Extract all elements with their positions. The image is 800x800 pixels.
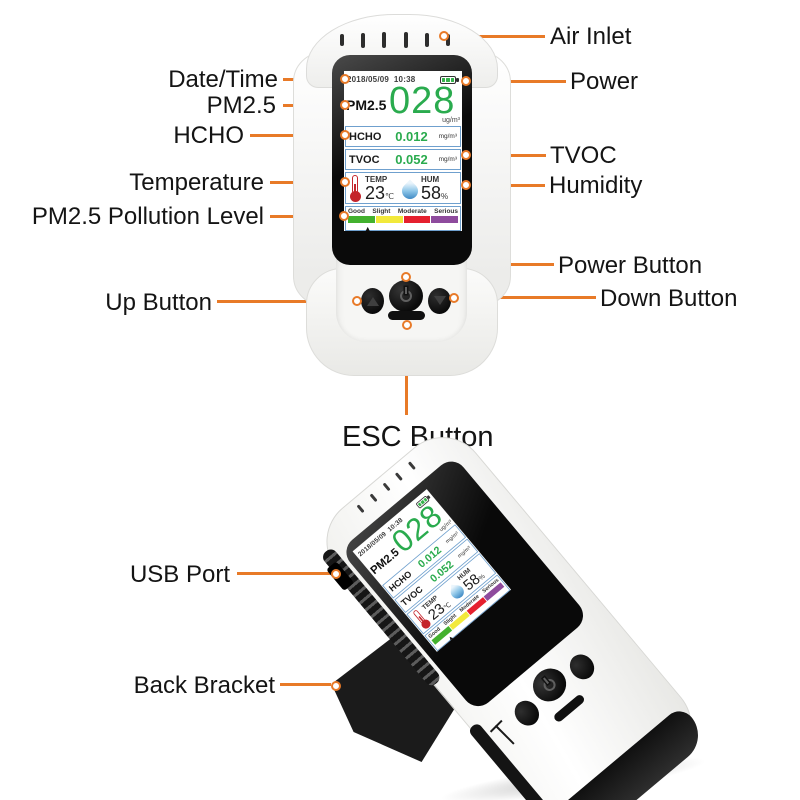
callout-dot-down-button	[449, 293, 459, 303]
power-button[interactable]	[389, 280, 423, 312]
label-pm25: PM2.5	[206, 92, 276, 119]
temp-unit: ℃	[385, 191, 395, 201]
callout-dot-temperature	[340, 177, 350, 187]
level-moderate: Moderate	[397, 208, 427, 215]
label-hcho: HCHO	[173, 122, 244, 149]
callout-dot-usb-port	[331, 569, 341, 579]
thermometer-icon	[348, 174, 362, 202]
callout-line-air-inlet	[449, 35, 545, 38]
up-button[interactable]	[361, 288, 384, 314]
device-screen: 2018/05/09 10:38 PM2.5 028 ug/m³ HCHO 0.…	[344, 71, 462, 233]
hcho-unit: mg/m³	[438, 133, 457, 140]
down-arrow-icon	[433, 296, 446, 305]
power-button[interactable]	[526, 661, 573, 709]
level-good: Good	[348, 208, 365, 215]
label-down-button: Down Button	[600, 285, 738, 312]
hum-block: HUM 58%	[418, 175, 458, 202]
battery-icon	[440, 75, 459, 84]
callout-dot-back-bracket	[331, 681, 341, 691]
tvoc-row: TVOC 0.052 mg/m³	[345, 149, 461, 170]
label-pollution-level: PM2.5 Pollution Level	[31, 203, 264, 230]
hum-value: 58	[421, 182, 442, 203]
label-tvoc: TVOC	[550, 142, 617, 169]
temp-label: TEMP	[365, 174, 388, 184]
hum-unit: %	[441, 191, 449, 201]
tvoc-value: 0.052	[395, 152, 428, 167]
label-humidity: Humidity	[549, 172, 643, 199]
label-usb-port: USB Port	[129, 561, 230, 588]
callout-dot-up-button	[352, 296, 362, 306]
callout-dot-power	[461, 76, 471, 86]
pm25-unit: ug/m³	[442, 117, 460, 124]
screen-datetime: 2018/05/09 10:38	[347, 75, 416, 84]
callout-line-power	[470, 80, 566, 83]
callout-dot-humidity	[461, 180, 471, 190]
label-temperature: Temperature	[129, 169, 264, 196]
up-arrow-icon	[366, 297, 379, 306]
callout-line-down-button	[459, 296, 596, 299]
callout-dot-tvoc	[461, 150, 471, 160]
callout-dot-pm25	[340, 100, 350, 110]
temp-hum-row: TEMP 23℃ HUM 58%	[345, 172, 461, 204]
device-screen: 2018/05/09 10:38 PM2.5 028 ug/m³ HCHO 0.…	[352, 489, 512, 652]
device-bottom-cap	[547, 705, 710, 800]
callout-dot-air-inlet	[439, 31, 449, 41]
tvoc-unit: mg/m³	[438, 156, 457, 163]
power-icon	[541, 676, 559, 694]
label-power: Power	[570, 68, 639, 95]
pm25-value: 028	[389, 80, 456, 122]
down-button[interactable]	[564, 649, 600, 685]
air-inlet-vents-icon	[340, 31, 450, 49]
callout-line-usb-port	[237, 572, 331, 575]
level-pointer-icon: ▲	[364, 226, 372, 233]
pm25-label: PM2.5	[346, 97, 387, 113]
callout-line-up-button	[217, 300, 352, 303]
label-air-inlet: Air Inlet	[550, 23, 632, 50]
callout-dot-hcho	[340, 130, 350, 140]
callout-dot-esc-button	[402, 320, 412, 330]
water-drop-icon	[450, 584, 465, 600]
callout-line-back-bracket	[280, 683, 331, 686]
temp-value: 23	[365, 182, 386, 203]
pollution-level-bar	[348, 216, 458, 223]
callout-dot-date-time	[340, 74, 350, 84]
hcho-row: HCHO 0.012 mg/m³	[345, 126, 461, 147]
label-back-bracket: Back Bracket	[133, 672, 275, 699]
hcho-value: 0.012	[395, 129, 428, 144]
level-slight: Slight	[372, 208, 391, 215]
pm25-reading: PM2.5 028 ug/m³	[344, 80, 462, 124]
esc-button[interactable]	[388, 311, 425, 320]
power-icon	[400, 287, 412, 302]
temp-block: TEMP 23℃	[362, 175, 402, 202]
hcho-label: HCHO	[349, 130, 382, 143]
callout-dot-power-button	[401, 272, 411, 282]
hum-label: HUM	[421, 174, 440, 184]
callout-dot-pollution	[339, 211, 349, 221]
device-side-view: 2018/05/09 10:38 PM2.5 028 ug/m³ HCHO 0.…	[308, 419, 738, 800]
label-power-button: Power Button	[558, 252, 703, 279]
tvoc-label: TVOC	[349, 153, 380, 166]
level-serious: Serious	[434, 208, 458, 215]
label-date-time: Date/Time	[168, 66, 278, 93]
pollution-level-row: Good Slight Moderate Serious ▲	[345, 206, 461, 233]
label-up-button: Up Button	[105, 289, 212, 316]
down-button[interactable]	[428, 288, 451, 314]
